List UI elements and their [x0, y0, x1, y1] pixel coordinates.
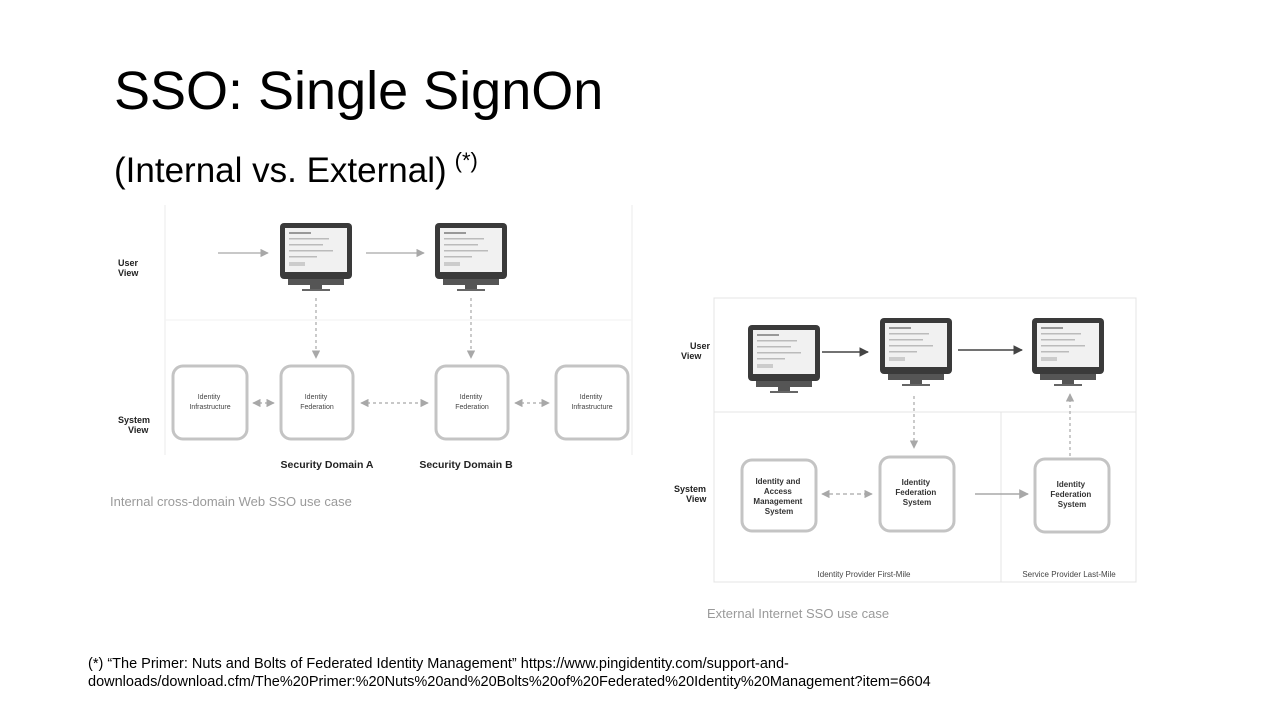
footnote: (*) “The Primer: Nuts and Bolts of Feder… — [88, 655, 1208, 691]
service-provider-label: Service Provider Last-Mile — [1022, 570, 1116, 579]
external-system-view-label: System View — [674, 484, 709, 504]
monitor-icon — [1032, 318, 1104, 386]
slide-title: SSO: Single SignOn — [114, 61, 604, 121]
security-domain-a-label: Security Domain A — [281, 459, 374, 471]
identity-federation-system-label-sp: Identity Federation System — [1050, 480, 1093, 509]
identity-access-management-box — [740, 458, 818, 533]
monitor-icon — [748, 325, 820, 393]
external-sso-diagram: User View System View Identity and Acces… — [674, 297, 1137, 583]
monitor-icon — [880, 318, 952, 386]
identity-federation-system-box-sp — [1033, 457, 1111, 534]
identity-provider-label: Identity Provider First-Mile — [818, 570, 911, 579]
monitor-icon — [435, 223, 507, 291]
identity-infrastructure-label-a: Identity Infrastructure — [189, 394, 230, 411]
identity-federation-label-a: Identity Federation — [300, 394, 334, 411]
external-user-view-label: User View — [681, 341, 713, 361]
identity-infrastructure-box-b — [554, 364, 630, 441]
identity-federation-box-a — [279, 364, 355, 441]
monitor-icon — [280, 223, 352, 291]
identity-federation-system-box-idp — [878, 455, 956, 533]
internal-system-view-label: System View — [118, 415, 153, 435]
subtitle-text: (Internal vs. External) — [114, 151, 447, 190]
internal-diagram-caption: Internal cross-domain Web SSO use case — [110, 494, 352, 509]
footnote-marker: (*) — [454, 148, 478, 173]
identity-access-management-label: Identity and Access Management System — [753, 477, 804, 516]
identity-federation-box-b — [434, 364, 510, 441]
security-domain-b-label: Security Domain B — [419, 459, 513, 471]
identity-infrastructure-box-a — [171, 364, 249, 441]
slide-subtitle: (Internal vs. External) (*) — [114, 136, 478, 196]
footnote-line-2: downloads/download.cfm/The%20Primer:%20N… — [88, 674, 931, 690]
footnote-line-1: (*) “The Primer: Nuts and Bolts of Feder… — [88, 656, 789, 672]
internal-user-view-label: User View — [118, 258, 141, 278]
internal-sso-diagram: User View System View Identity Infrastru… — [118, 205, 633, 471]
external-diagram-caption: External Internet SSO use case — [707, 606, 890, 621]
identity-federation-label-b: Identity Federation — [455, 394, 489, 411]
identity-federation-system-label-idp: Identity Federation System — [895, 478, 938, 507]
identity-infrastructure-label-b: Identity Infrastructure — [571, 394, 612, 411]
